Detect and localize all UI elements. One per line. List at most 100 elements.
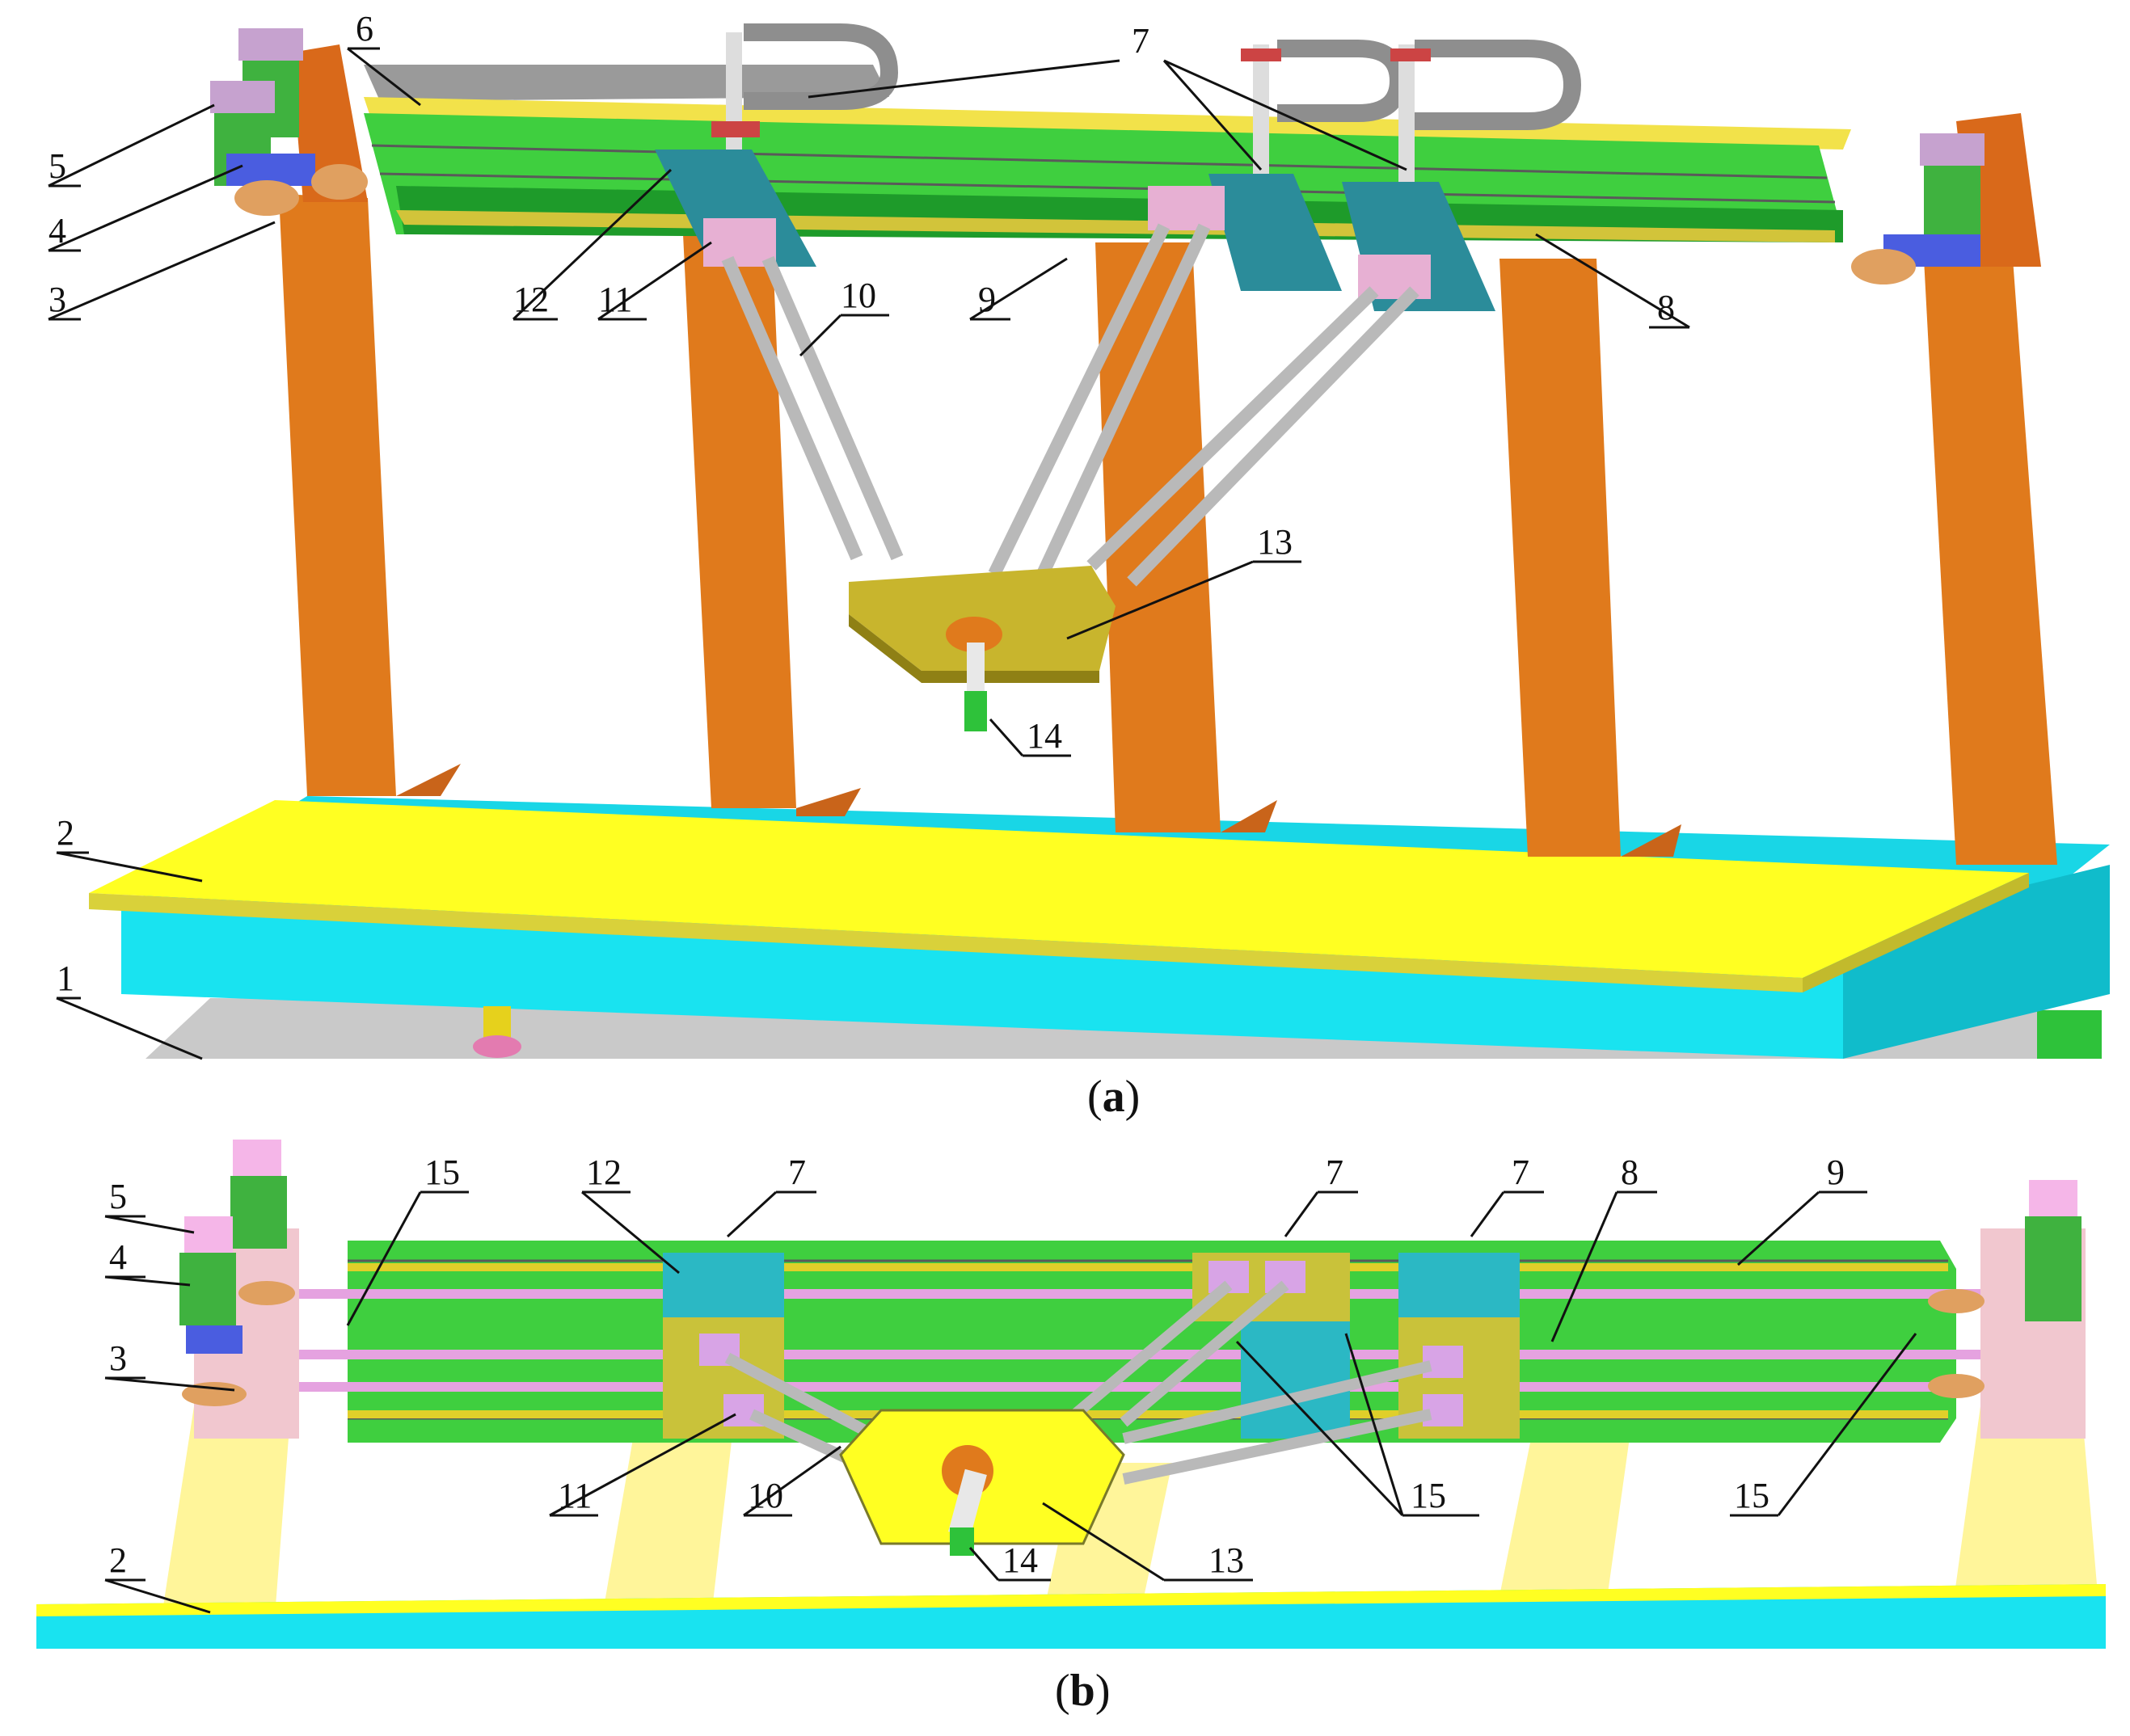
callout-a-4: 4 <box>49 211 66 251</box>
beam-line-2 <box>379 172 1836 204</box>
callout-a-14: 14 <box>1027 716 1062 756</box>
caption-a-letter: a <box>1103 1072 1125 1122</box>
callout-b-4: 4 <box>109 1237 127 1277</box>
callout-b-15c: 15 <box>1734 1476 1769 1515</box>
leader-a-3 <box>48 221 276 321</box>
callout-b-5: 5 <box>109 1177 127 1216</box>
motor-cap-lower <box>210 81 275 113</box>
pulley-b-2 <box>238 1281 295 1305</box>
slider-b-3-cap <box>1398 1253 1520 1317</box>
pulley-left-1 <box>234 180 299 216</box>
leader-b-9 <box>1736 1190 1820 1266</box>
leaders-b <box>104 1190 1917 1614</box>
rod-a-5 <box>1086 286 1379 571</box>
leader-b-5 <box>104 1215 195 1234</box>
callout-a-5: 5 <box>49 146 66 186</box>
callout-a-3: 3 <box>49 280 66 319</box>
leaders-a <box>48 47 1690 1060</box>
callout-b-9: 9 <box>1827 1152 1845 1192</box>
rod-a-2 <box>761 255 904 561</box>
rod-b-5 <box>1122 1360 1432 1444</box>
caption-a: (a) <box>1087 1072 1140 1122</box>
leg-1-foot <box>307 764 461 796</box>
panel-b: 2 3 4 5 7 7 7 8 9 10 11 12 13 14 15 15 1… <box>36 1140 2106 1716</box>
leader-b-12 <box>581 1190 680 1275</box>
carrier-tab-2 <box>1241 48 1281 61</box>
leg-1 <box>279 194 396 796</box>
leader-b-3 <box>104 1376 235 1392</box>
screw-jack-foot <box>473 1035 521 1058</box>
leg-b-5 <box>1948 1406 2102 1641</box>
leg-b-2 <box>602 1406 736 1616</box>
carrier-tab-3 <box>1390 48 1431 61</box>
belt-b-1 <box>234 1289 1997 1299</box>
leader-b-7a <box>726 1190 778 1238</box>
motors-b <box>179 1140 2081 1406</box>
leader-b-7b <box>1284 1191 1319 1237</box>
callout-a-11: 11 <box>598 280 632 319</box>
rod-b-4 <box>1120 1280 1289 1427</box>
left-drive-motors <box>210 28 368 216</box>
callout-b-12: 12 <box>586 1152 622 1192</box>
callout-b-3: 3 <box>109 1338 127 1378</box>
leader-a-10 <box>799 314 842 357</box>
motor-b-2-cap <box>184 1216 233 1253</box>
cable-carriers <box>711 23 1582 190</box>
leader-b-15d <box>1777 1333 1917 1516</box>
leader-b-13 <box>1042 1502 1165 1582</box>
leader-a-8 <box>1535 233 1690 329</box>
pulley-b-4 <box>1928 1374 1984 1398</box>
leader-a-7b <box>1162 60 1263 171</box>
table-plate-edge-right <box>1803 873 2029 992</box>
leg-3-foot <box>1221 800 1277 832</box>
motor-b-1 <box>230 1176 287 1249</box>
reducer-b-1 <box>186 1325 243 1354</box>
floor-green-block <box>2037 1010 2102 1059</box>
leader-b-4 <box>104 1275 191 1287</box>
callout-b-8: 8 <box>1621 1152 1639 1192</box>
rods-b <box>724 1280 1432 1485</box>
callout-a-10: 10 <box>841 276 876 315</box>
leader-a-9 <box>969 257 1068 321</box>
motor-b-3 <box>2025 1216 2081 1321</box>
leader-b-11 <box>549 1413 736 1517</box>
leader-a-14 <box>989 718 1024 756</box>
callout-a-13: 13 <box>1257 522 1293 562</box>
right-drive-motors <box>1851 133 1984 284</box>
leader-a-1 <box>56 997 203 1060</box>
leader-a-11 <box>597 241 712 321</box>
belt-b-2 <box>234 1350 1997 1359</box>
tool-head-b <box>950 1527 974 1556</box>
callout-a-2: 2 <box>57 813 74 853</box>
leader-a-7c <box>1163 59 1407 171</box>
cable-carrier-1 <box>744 23 899 110</box>
table-plate-edge <box>89 893 1803 992</box>
leader-b-14 <box>968 1547 1000 1581</box>
callout-b-11: 11 <box>558 1476 592 1515</box>
leader-a-4 <box>48 164 243 252</box>
callout-b-14: 14 <box>1002 1540 1038 1580</box>
leader-b-8 <box>1550 1191 1618 1342</box>
callout-a-1: 1 <box>57 959 74 998</box>
callout-a-6: 6 <box>356 9 373 48</box>
table-plate-top <box>89 800 2029 978</box>
platform-a-flange <box>946 617 1002 652</box>
moving-platform-b-outline <box>839 1409 1125 1545</box>
callout-a-8: 8 <box>1657 288 1675 327</box>
rod-a-4 <box>1036 223 1211 577</box>
rail-b-bottom <box>348 1410 1948 1418</box>
callout-b-7c: 7 <box>1512 1152 1529 1192</box>
top-rail-grid <box>364 65 889 101</box>
sliders-a <box>655 150 1495 311</box>
callout-a-9: 9 <box>978 280 996 319</box>
rod-b-2 <box>749 1409 859 1468</box>
moving-platform-a-edge <box>849 614 1099 683</box>
slider-1-joint <box>703 218 776 267</box>
leg-4 <box>1499 259 1621 857</box>
motor-b-2 <box>179 1253 236 1325</box>
rail-b-top <box>348 1263 1948 1271</box>
caption-b: (b) <box>1055 1666 1110 1716</box>
callout-b-2: 2 <box>109 1540 127 1580</box>
pulley-b-1 <box>182 1382 247 1406</box>
rod-b-3 <box>1071 1280 1233 1419</box>
